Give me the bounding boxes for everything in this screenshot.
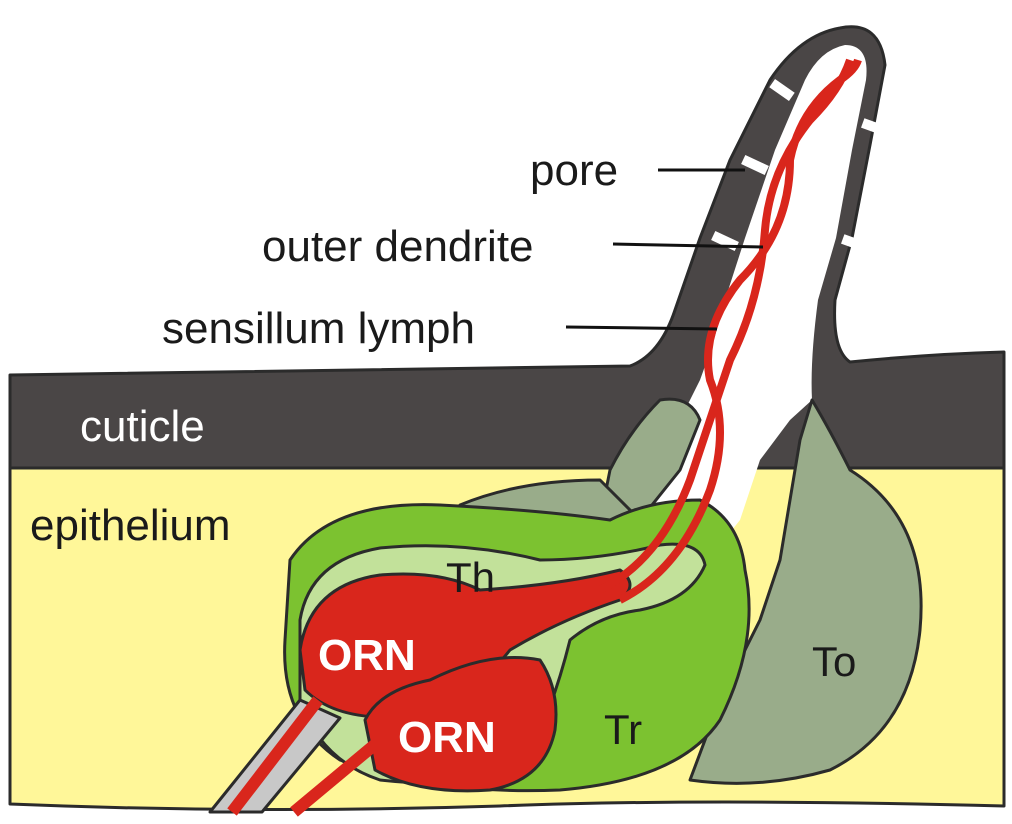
orn-label-upper: ORN bbox=[318, 631, 416, 680]
trichogen-label: Tr bbox=[604, 706, 642, 753]
tormogen-label: To bbox=[812, 638, 856, 685]
pore-label: pore bbox=[530, 146, 618, 195]
thecogen-label: Th bbox=[446, 554, 495, 601]
epithelium-label: epithelium bbox=[30, 501, 231, 550]
sensillum-lymph-leader bbox=[566, 327, 717, 329]
sensillum-lymph-label: sensillum lymph bbox=[162, 304, 475, 353]
outer-dendrite-label: outer dendrite bbox=[262, 222, 534, 271]
cuticle-label: cuticle bbox=[80, 402, 205, 451]
orn-label-lower: ORN bbox=[398, 713, 496, 762]
